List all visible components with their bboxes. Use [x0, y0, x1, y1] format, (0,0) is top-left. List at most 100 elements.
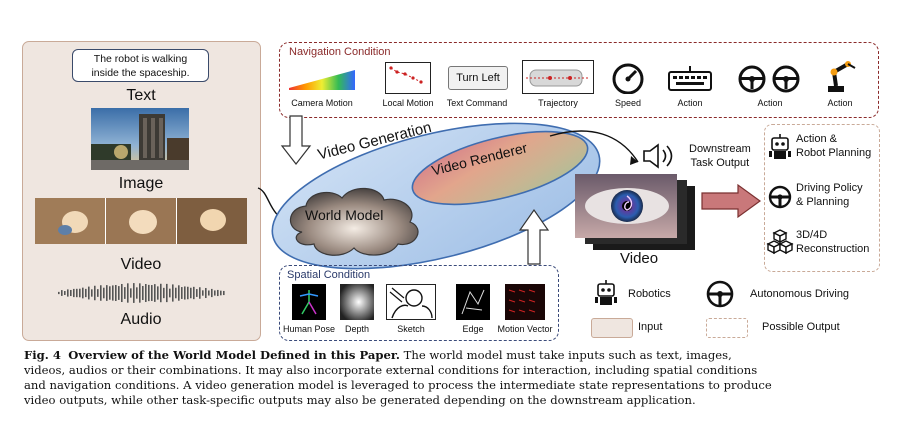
navigation-condition-title: Navigation Condition — [289, 46, 391, 58]
waveform-bar — [121, 283, 123, 303]
waveform-bar — [202, 290, 204, 296]
video-output-label: Video — [620, 250, 659, 267]
legend-possible-output-swatch — [706, 318, 748, 338]
speedometer-icon — [612, 63, 644, 94]
waveform-bar — [97, 289, 99, 297]
audio-waveform-icon — [58, 283, 225, 303]
waveform-bar — [151, 285, 153, 301]
waveform-bar — [172, 284, 174, 302]
steering-wheel-icon — [738, 65, 800, 93]
caption-line: and navigation conditions. A video gener… — [24, 378, 772, 392]
nav-label-action-keyboard: Action — [677, 98, 703, 108]
waveform-bar — [109, 286, 111, 300]
waveform-bar — [61, 290, 63, 296]
text-label: Text — [126, 87, 156, 104]
waveform-bar — [136, 287, 138, 299]
legend-input: Input — [638, 321, 663, 333]
video-output-frames — [575, 174, 695, 250]
text-prompt-line: The robot is walking — [93, 53, 188, 65]
waveform-bar — [145, 284, 147, 302]
waveform-bar — [163, 287, 165, 299]
downstream-line: Downstream — [689, 143, 751, 155]
legend-input-swatch — [591, 318, 633, 338]
legend-possible-output: Possible Output — [762, 321, 840, 333]
output-line: Action & — [796, 133, 837, 145]
depth-thumbnail — [340, 284, 374, 320]
caption-label: Fig. 4 — [24, 348, 61, 362]
downstream-line: Task Output — [690, 157, 750, 169]
waveform-bar — [85, 288, 87, 298]
robot-icon — [595, 280, 617, 305]
waveform-bar — [58, 291, 60, 295]
waveform-bar — [67, 289, 69, 297]
human-pose-thumbnail — [292, 284, 326, 320]
steering-wheel-icon — [768, 185, 792, 209]
waveform-bar — [100, 285, 102, 301]
waveform-bar — [157, 286, 159, 300]
waveform-bar — [118, 286, 120, 300]
output-arrow — [701, 183, 762, 219]
waveform-bar — [94, 285, 96, 301]
spatial-label-sketch: Sketch — [397, 324, 425, 334]
waveform-bar — [160, 283, 162, 303]
waveform-bar — [205, 287, 207, 299]
waveform-bar — [193, 286, 195, 300]
waveform-bar — [199, 287, 201, 299]
waveform-bar — [181, 287, 183, 299]
waveform-bar — [130, 288, 132, 298]
waveform-bar — [166, 283, 168, 303]
possible-output-box — [764, 124, 880, 272]
figure-caption: Fig. 4 Overview of the World Model Defin… — [24, 348, 884, 408]
keyboard-icon — [668, 66, 712, 91]
spatial-condition-title: Spatial Condition — [287, 269, 371, 281]
waveform-bar — [124, 287, 126, 299]
waveform-bar — [76, 288, 78, 298]
steering-wheel-icon — [706, 280, 734, 308]
text-prompt-line: inside the spaceship. — [91, 67, 190, 79]
waveform-bar — [115, 285, 117, 301]
local-motion-icon — [385, 62, 431, 94]
waveform-bar — [217, 289, 219, 297]
legend-autonomous-driving: Autonomous Driving — [750, 288, 850, 300]
nav-label-trajectory: Trajectory — [538, 98, 578, 108]
waveform-bar — [82, 287, 84, 299]
camera-motion-icon — [289, 70, 355, 90]
spatial-condition-box — [279, 265, 559, 341]
output-line: & Planning — [796, 196, 850, 208]
waveform-bar — [106, 285, 108, 301]
waveform-bar — [178, 285, 180, 301]
robot-arm-icon — [828, 61, 856, 92]
waveform-bar — [112, 285, 114, 301]
waveform-bar — [127, 283, 129, 303]
video-label: Video — [120, 256, 162, 273]
waveform-bar — [184, 286, 186, 300]
text-prompt-bubble: The robot is walking inside the spaceshi… — [72, 49, 209, 82]
output-line: 3D/4D — [796, 229, 828, 241]
output-3d-4d-reconstruction: 3D/4D Reconstruction — [796, 228, 869, 256]
nav-label-text-command: Text Command — [446, 98, 508, 108]
output-action-robot-planning: Action & Robot Planning — [796, 132, 871, 160]
spatial-label-depth: Depth — [344, 324, 370, 334]
waveform-bar — [148, 284, 150, 302]
output-line: Driving Policy — [796, 182, 863, 194]
spatial-label-human-pose: Human Pose — [282, 324, 336, 334]
caption-line: video outputs, while other task-specific… — [24, 393, 696, 407]
speaker-icon — [643, 143, 673, 169]
navigation-condition-box — [279, 42, 879, 118]
motion-vector-thumbnail — [505, 284, 545, 320]
waveform-bar — [196, 289, 198, 297]
spatial-label-edge: Edge — [462, 324, 484, 334]
output-driving-policy: Driving Policy & Planning — [796, 181, 863, 209]
output-line: Reconstruction — [796, 243, 870, 255]
waveform-bar — [64, 291, 66, 295]
text-command-icon: Turn Left — [448, 66, 508, 90]
world-model-label: World Model — [305, 207, 384, 223]
legend-robotics: Robotics — [628, 288, 671, 300]
waveform-bar — [103, 287, 105, 299]
trajectory-icon — [522, 60, 594, 94]
caption-line: The world model must take inputs such as… — [403, 348, 732, 362]
waveform-bar — [133, 283, 135, 303]
core-diagram — [257, 115, 639, 270]
waveform-bar — [142, 285, 144, 301]
waveform-bar — [79, 288, 81, 298]
